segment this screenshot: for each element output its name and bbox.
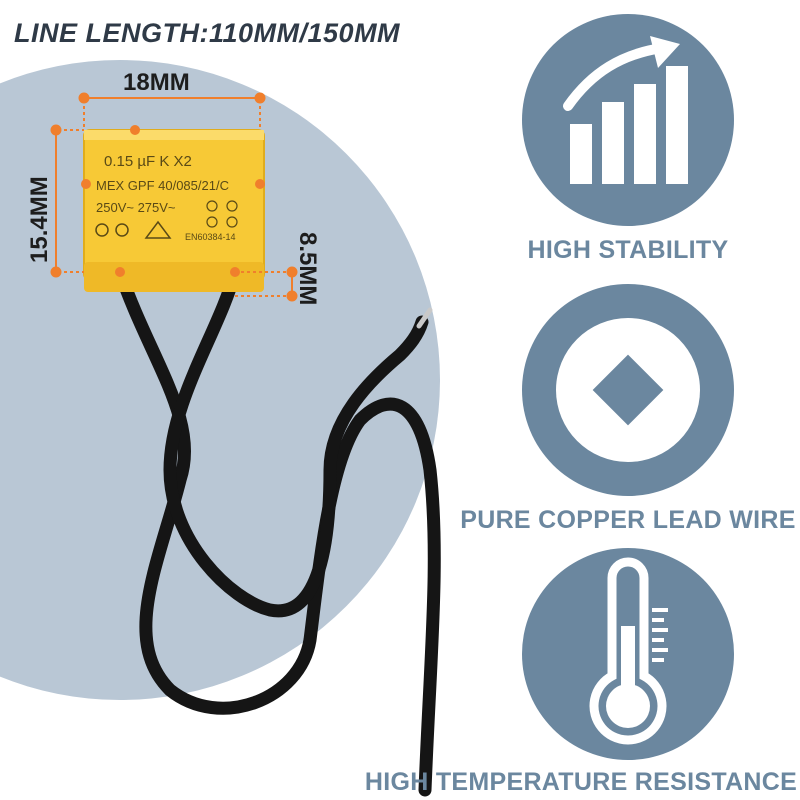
stripped-wire-tip <box>416 307 433 329</box>
n-mark-icon <box>226 216 238 228</box>
capacitor-markings: 0.15 µF K X2 MEX GPF 40/085/21/C 250V~ 2… <box>95 153 238 242</box>
vde-mark-icon <box>144 220 172 239</box>
marking-line-2: MEX GPF 40/085/21/C <box>96 178 229 193</box>
pitch-dimension: 8.5MM <box>294 232 321 305</box>
marking-line-1: 0.15 µF K X2 <box>104 153 192 170</box>
lead-wires <box>113 265 441 797</box>
d-mark-icon <box>206 200 218 212</box>
growth-chart-icon <box>563 36 688 184</box>
high-stability-badge <box>522 14 734 226</box>
pure-copper-badge <box>522 284 734 496</box>
fi-mark-icon <box>226 200 238 212</box>
ul-mark-icon <box>115 223 129 237</box>
high-temperature-badge <box>522 548 734 760</box>
high-temperature-label: HIGH TEMPERATURE RESISTANCE <box>364 768 798 796</box>
right-lead-wire <box>163 265 429 618</box>
thermometer-icon <box>589 557 668 745</box>
marking-standard: EN60384-14 <box>185 232 236 242</box>
cert-mark-icon <box>95 223 109 237</box>
left-lead-wire <box>113 265 441 797</box>
s-mark-icon <box>206 216 218 228</box>
line-length-headline: LINE LENGTH:110MM/150MM <box>14 18 401 48</box>
marking-line-3: 250V~ 275V~ <box>96 200 176 215</box>
diamond-icon <box>556 318 700 462</box>
height-dimension: 15.4MM <box>26 176 53 263</box>
capacitor-body <box>83 129 265 292</box>
dimension-lines <box>50 92 298 302</box>
width-dimension: 18MM <box>123 69 190 96</box>
high-stability-label: HIGH STABILITY <box>527 236 729 264</box>
pure-copper-label: PURE COPPER LEAD WIRE <box>460 506 796 534</box>
